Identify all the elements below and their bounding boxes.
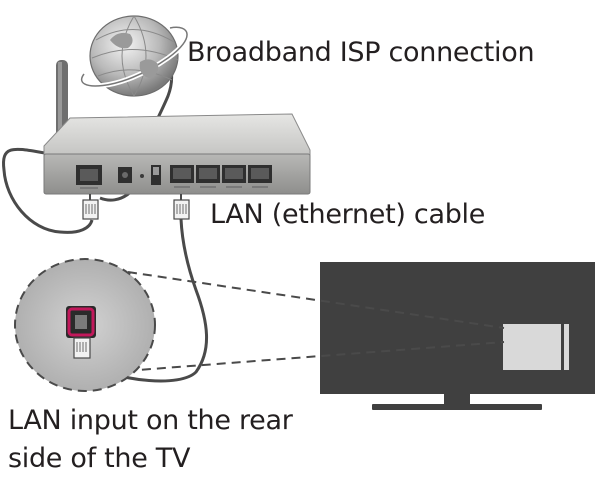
- zoom-line-bottom: [111, 341, 505, 373]
- lan-socket-icon: [66, 306, 96, 338]
- rj45-plug-icon: [73, 337, 91, 359]
- tv-rear-port: [503, 324, 561, 370]
- lan-cable-label: LAN (ethernet) cable: [210, 199, 486, 230]
- router-icon: [43, 60, 311, 195]
- zoom-circle: [14, 258, 156, 392]
- tv-icon: [320, 262, 595, 410]
- zoom-line-top: [127, 271, 505, 329]
- lan-ports: [170, 165, 272, 183]
- lan-input-label-line-2: side of the TV: [8, 443, 191, 474]
- rj45-plug-icon: [173, 194, 190, 220]
- broadband-isp-label: Broadband ISP connection: [187, 37, 535, 68]
- globe-icon: [79, 15, 190, 97]
- lan-input-label: LAN input on the rear side of the TV: [8, 402, 293, 478]
- rj45-plug-icon: [82, 194, 99, 220]
- tv-stand: [372, 404, 542, 410]
- lan-input-label-line-1: LAN input on the rear: [8, 405, 293, 436]
- router-loop-cable: [2, 147, 94, 234]
